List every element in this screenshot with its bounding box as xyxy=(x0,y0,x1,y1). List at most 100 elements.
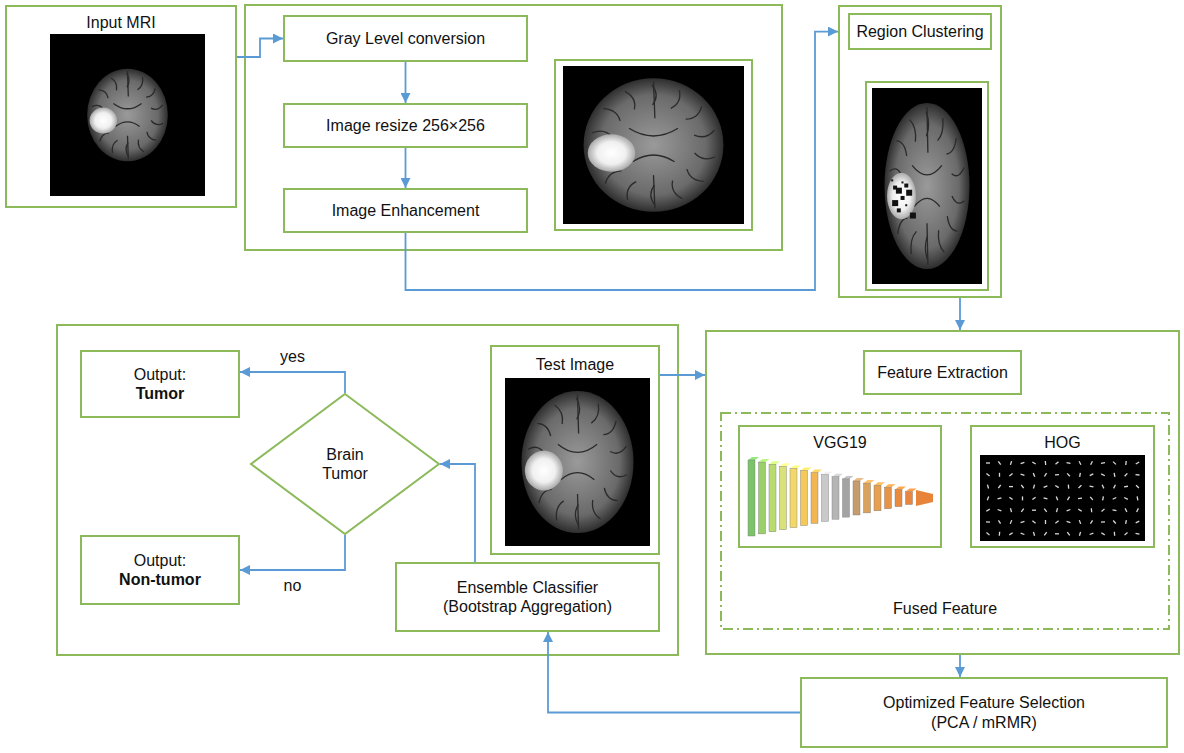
feature-box: HOG xyxy=(970,425,1155,548)
drawing-part xyxy=(1136,521,1140,523)
drawing-part xyxy=(986,474,989,476)
node-label: Input MRI xyxy=(86,13,155,32)
drawing-part xyxy=(891,179,893,181)
drawing-part xyxy=(112,140,117,153)
drawing-part xyxy=(832,474,843,477)
drawing-part xyxy=(99,90,109,98)
drawing-part xyxy=(904,184,908,188)
node-label: VGG19 xyxy=(813,433,866,452)
drawing-part xyxy=(938,230,944,252)
drawing-part xyxy=(1101,462,1105,464)
drawing-part xyxy=(1125,473,1128,476)
drawing-part xyxy=(897,141,907,156)
vgg-picture xyxy=(748,457,933,536)
drawing-part xyxy=(651,185,655,205)
drawing-part xyxy=(1125,520,1127,524)
drawing-part xyxy=(925,236,928,261)
drawing-part xyxy=(1044,486,1048,487)
drawing-part xyxy=(926,223,928,264)
drawing-part xyxy=(1091,508,1093,512)
drawing-part xyxy=(1010,508,1011,512)
drawing-part xyxy=(50,34,205,196)
drawing-part xyxy=(1044,532,1046,535)
drawing-part xyxy=(885,487,892,508)
flow-arrow xyxy=(237,39,283,58)
edge-label: no xyxy=(281,576,305,595)
drawing-part xyxy=(1067,473,1070,476)
drawing-part xyxy=(90,108,117,134)
drawing-part xyxy=(1102,485,1104,489)
drawing-part xyxy=(1033,532,1034,536)
node-label: Optimized Feature Selection (PCA / mRMR) xyxy=(867,693,1102,731)
drawing-part xyxy=(1101,474,1105,476)
drawing-part xyxy=(884,103,969,269)
drawing-part xyxy=(1137,496,1139,500)
drawing-part xyxy=(604,488,617,501)
decision-diamond: Brain Tumor xyxy=(250,393,440,535)
drawing-part xyxy=(1136,485,1139,488)
drawing-part xyxy=(610,471,627,477)
drawing-part xyxy=(629,128,678,136)
drawing-part xyxy=(1090,520,1092,523)
mri-scan xyxy=(563,66,744,224)
drawing-part xyxy=(652,85,656,105)
drawing-part xyxy=(986,521,990,523)
test-image-box: Test Image xyxy=(490,345,660,555)
drawing-part xyxy=(853,481,860,515)
drawing-part xyxy=(1137,508,1139,512)
drawing-part xyxy=(1113,509,1117,511)
drawing-part xyxy=(980,455,1145,541)
flow-arrow xyxy=(240,372,345,393)
drawing-part xyxy=(952,168,964,176)
drawing-part xyxy=(672,181,682,199)
drawing-part xyxy=(1079,520,1080,524)
drawing-part xyxy=(1090,474,1094,476)
fused-feature-box: Fused FeatureVGG19HOG xyxy=(720,412,1170,630)
drawing-part xyxy=(790,465,801,468)
drawing-part xyxy=(1124,497,1128,499)
drawing-part xyxy=(822,475,829,522)
drawing-part xyxy=(874,482,885,485)
drawing-part xyxy=(151,121,163,125)
drawing-part xyxy=(1021,462,1025,463)
drawing-part xyxy=(1045,520,1046,524)
drawing-part xyxy=(1055,474,1059,476)
drawing-part xyxy=(910,120,916,142)
heading-label: Feature Extraction xyxy=(863,350,1022,395)
drawing-part xyxy=(895,486,906,489)
clustering-panel: Region Clustering xyxy=(838,5,1002,298)
drawing-part xyxy=(603,421,616,435)
drawing-part xyxy=(1044,498,1048,499)
drawing-part xyxy=(811,473,818,524)
drawing-part xyxy=(588,134,636,171)
node-label: Image resize 256×256 xyxy=(326,116,485,135)
drawing-part xyxy=(769,464,776,532)
drawing-part xyxy=(1010,520,1011,524)
drawing-part xyxy=(555,405,563,424)
drawing-part xyxy=(780,466,787,529)
drawing-part xyxy=(558,444,597,452)
drawing-part xyxy=(938,118,944,141)
drawing-part xyxy=(138,77,143,90)
drawing-part xyxy=(537,423,550,436)
drawing-part xyxy=(998,461,1000,464)
drawing-part xyxy=(1067,521,1071,522)
node-label: Gray Level conversion xyxy=(326,29,485,48)
drawing-part xyxy=(906,190,912,196)
drawing-part xyxy=(864,480,875,483)
drawing-part xyxy=(1068,485,1070,489)
drawing-part xyxy=(633,155,675,162)
drawing-part xyxy=(695,153,716,159)
drawing-part xyxy=(987,497,988,501)
mri-picture xyxy=(505,378,650,546)
flow-arrow xyxy=(240,535,345,570)
drawing-part xyxy=(759,462,766,534)
drawing-part xyxy=(127,71,129,96)
drawing-part xyxy=(1056,462,1059,465)
flow-arrow xyxy=(548,632,800,713)
drawing-part xyxy=(1079,461,1081,465)
drawing-part xyxy=(1045,461,1047,465)
drawing-part xyxy=(1113,462,1116,465)
drawing-part xyxy=(987,532,990,535)
drawing-part xyxy=(822,472,833,475)
